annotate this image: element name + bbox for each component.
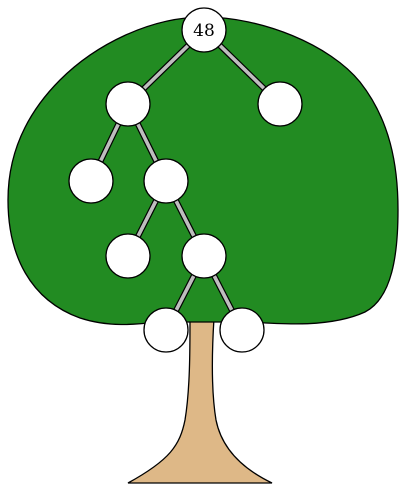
tree-node-n2 <box>258 82 302 126</box>
node-circle <box>106 82 150 126</box>
tree-node-n4 <box>144 159 188 203</box>
node-circle <box>106 234 150 278</box>
tree-node-n3 <box>69 159 113 203</box>
node-circle <box>144 159 188 203</box>
tree-node-n6 <box>182 234 226 278</box>
tree-node-root: 48 <box>182 8 226 52</box>
node-circle <box>220 308 264 352</box>
tree-node-n7 <box>144 308 188 352</box>
node-circle <box>182 234 226 278</box>
tree-node-n1 <box>106 82 150 126</box>
node-label: 48 <box>193 21 215 41</box>
tree-node-n8 <box>220 308 264 352</box>
node-circle <box>144 308 188 352</box>
node-circle <box>69 159 113 203</box>
tree-node-n5 <box>106 234 150 278</box>
node-circle <box>258 82 302 126</box>
